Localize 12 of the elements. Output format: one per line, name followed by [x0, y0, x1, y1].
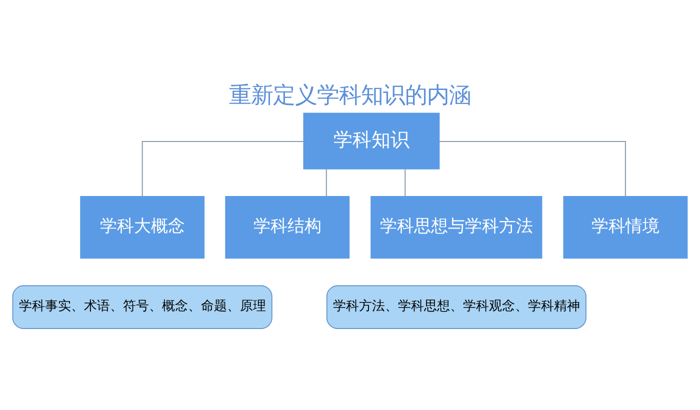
- node-box: 学科情境: [563, 196, 688, 259]
- connector: [142, 140, 304, 196]
- node-box: 学科大概念: [80, 196, 205, 259]
- node-box: 学科事实、术语、符号、概念、命题、原理: [12, 285, 272, 329]
- node-box: 学科思想与学科方法: [370, 196, 542, 259]
- connector: [404, 169, 406, 196]
- connector: [326, 169, 327, 196]
- connector: [440, 140, 626, 196]
- node-box: 学科知识: [303, 112, 440, 170]
- node-box: 学科结构: [225, 196, 350, 259]
- diagram-title: 重新定义学科知识的内涵: [229, 82, 471, 109]
- node-box: 学科方法、学科思想、学科观念、学科精神: [326, 285, 586, 329]
